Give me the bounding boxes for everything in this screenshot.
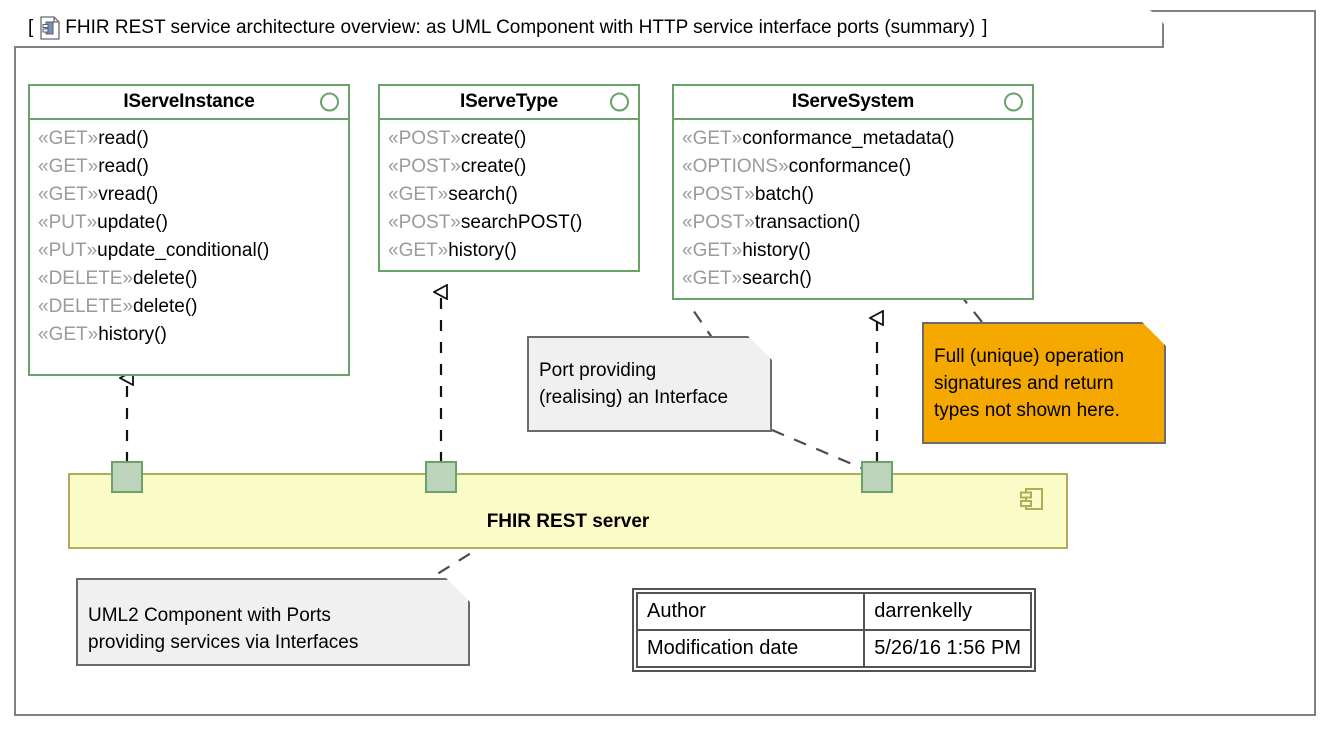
operation-stereotype: «DELETE» (38, 296, 134, 317)
port-iservesystem[interactable] (861, 461, 893, 493)
frame-title-tab: [ FHIR REST service architecture overvie… (14, 10, 1164, 48)
operation-name: delete() (133, 296, 198, 317)
component-label: FHIR REST server (486, 511, 650, 532)
table-cell-value: darrenkelly (863, 592, 1032, 631)
interface-header: IServeSystem (674, 86, 1032, 120)
operation-name: transaction() (754, 212, 861, 233)
operation-row: «POST»create() (388, 153, 638, 181)
operation-stereotype: «PUT» (38, 240, 98, 261)
operation-stereotype: «POST» (388, 212, 461, 233)
interface-iservesystem[interactable]: IServeSystem «GET»conformance_metadata()… (672, 84, 1034, 300)
metadata-table-inner: Author darrenkelly Modification date 5/2… (635, 592, 1032, 668)
operation-stereotype: «GET» (388, 240, 449, 261)
operation-stereotype: «DELETE» (38, 268, 134, 289)
table-cell-value: 5/26/16 1:56 PM (863, 629, 1032, 668)
note-uml2-component[interactable]: UML2 Component with Ports providing serv… (76, 578, 470, 666)
table-cell-key: Author (635, 592, 866, 631)
operation-row: «GET»search() (682, 265, 1032, 293)
frame-title-text: FHIR REST service architecture overview:… (65, 17, 976, 38)
operation-row: «POST»transaction() (682, 209, 1032, 237)
operation-row: «POST»batch() (682, 181, 1032, 209)
component-fhir-rest-server[interactable]: FHIR REST server (68, 473, 1068, 549)
component-document-icon (40, 16, 60, 40)
operation-name: search() (448, 184, 518, 205)
operation-stereotype: «GET» (38, 324, 99, 345)
operation-name: delete() (133, 268, 198, 289)
operation-name: history() (448, 240, 517, 261)
note-signatures[interactable]: Full (unique) operation signatures and r… (922, 322, 1166, 444)
bracket-open: [ (28, 17, 34, 38)
interface-lollipop-icon (320, 92, 339, 112)
operation-stereotype: «GET» (38, 128, 99, 149)
operation-row: «GET»conformance_metadata() (682, 125, 1032, 153)
operation-name: conformance_metadata() (742, 128, 955, 149)
operation-name: create() (460, 156, 527, 177)
operation-name: update() (97, 212, 168, 233)
operation-name: conformance() (788, 156, 912, 177)
operation-list: «GET»read() «GET»read() «GET»vread() «PU… (30, 120, 348, 355)
operation-row: «DELETE»delete() (38, 293, 348, 321)
operation-row: «POST»searchPOST() (388, 209, 638, 237)
operation-row: «PUT»update() (38, 209, 348, 237)
operation-row: «PUT»update_conditional() (38, 237, 348, 265)
uml-component-icon (1020, 488, 1044, 510)
operation-stereotype: «PUT» (38, 212, 98, 233)
operation-name: read() (98, 156, 149, 177)
operation-stereotype: «GET» (682, 268, 743, 289)
operation-name: create() (460, 128, 527, 149)
interface-header: IServeInstance (30, 86, 348, 120)
operation-name: history() (742, 240, 811, 261)
interface-iservetype[interactable]: IServeType «POST»create() «POST»create()… (378, 84, 640, 272)
operation-stereotype: «GET» (682, 240, 743, 261)
operation-name: searchPOST() (460, 212, 583, 233)
operation-stereotype: «POST» (388, 156, 461, 177)
operation-row: «GET»search() (388, 181, 638, 209)
operation-row: «DELETE»delete() (38, 265, 348, 293)
table-cell-key: Modification date (635, 629, 866, 668)
operation-row: «GET»history() (682, 237, 1032, 265)
interface-name: IServeType (460, 91, 558, 112)
operation-name: batch() (754, 184, 815, 205)
interface-name: IServeSystem (791, 91, 915, 112)
note-text: Full (unique) operation signatures and r… (934, 345, 1125, 421)
operation-row: «POST»create() (388, 125, 638, 153)
interface-header: IServeType (380, 86, 638, 120)
operation-row: «GET»history() (388, 237, 638, 265)
port-iserveinstance[interactable] (111, 461, 143, 493)
operation-row: «GET»history() (38, 321, 348, 349)
metadata-table: Author darrenkelly Modification date 5/2… (632, 588, 1036, 672)
bracket-close: ] (982, 17, 988, 38)
operation-stereotype: «POST» (682, 184, 755, 205)
interface-name: IServeInstance (123, 91, 255, 112)
operation-stereotype: «GET» (38, 156, 99, 177)
operation-row: «GET»vread() (38, 181, 348, 209)
operation-list: «GET»conformance_metadata() «OPTIONS»con… (674, 120, 1032, 299)
operation-name: update_conditional() (97, 240, 270, 261)
operation-name: read() (98, 128, 149, 149)
operation-name: history() (98, 324, 167, 345)
operation-list: «POST»create() «POST»create() «GET»searc… (380, 120, 638, 271)
operation-row: «OPTIONS»conformance() (682, 153, 1032, 181)
operation-stereotype: «GET» (682, 128, 743, 149)
operation-stereotype: «POST» (682, 212, 755, 233)
table-row: Author darrenkelly (635, 592, 1032, 631)
table-row: Modification date 5/26/16 1:56 PM (635, 629, 1032, 668)
interface-lollipop-icon (1004, 92, 1023, 112)
interface-lollipop-icon (610, 92, 629, 112)
operation-row: «GET»read() (38, 153, 348, 181)
operation-stereotype: «POST» (388, 128, 461, 149)
note-port-providing[interactable]: Port providing (realising) an Interface (527, 336, 772, 432)
operation-name: search() (742, 268, 812, 289)
operation-stereotype: «GET» (38, 184, 99, 205)
interface-iserveinstance[interactable]: IServeInstance «GET»read() «GET»read() «… (28, 84, 350, 376)
note-text: UML2 Component with Ports providing serv… (88, 605, 359, 653)
operation-row: «GET»read() (38, 125, 348, 153)
port-iservetype[interactable] (425, 461, 457, 493)
note-text: Port providing (realising) an Interface (539, 360, 729, 408)
operation-name: vread() (98, 184, 159, 205)
operation-stereotype: «GET» (388, 184, 449, 205)
operation-stereotype: «OPTIONS» (682, 156, 789, 177)
